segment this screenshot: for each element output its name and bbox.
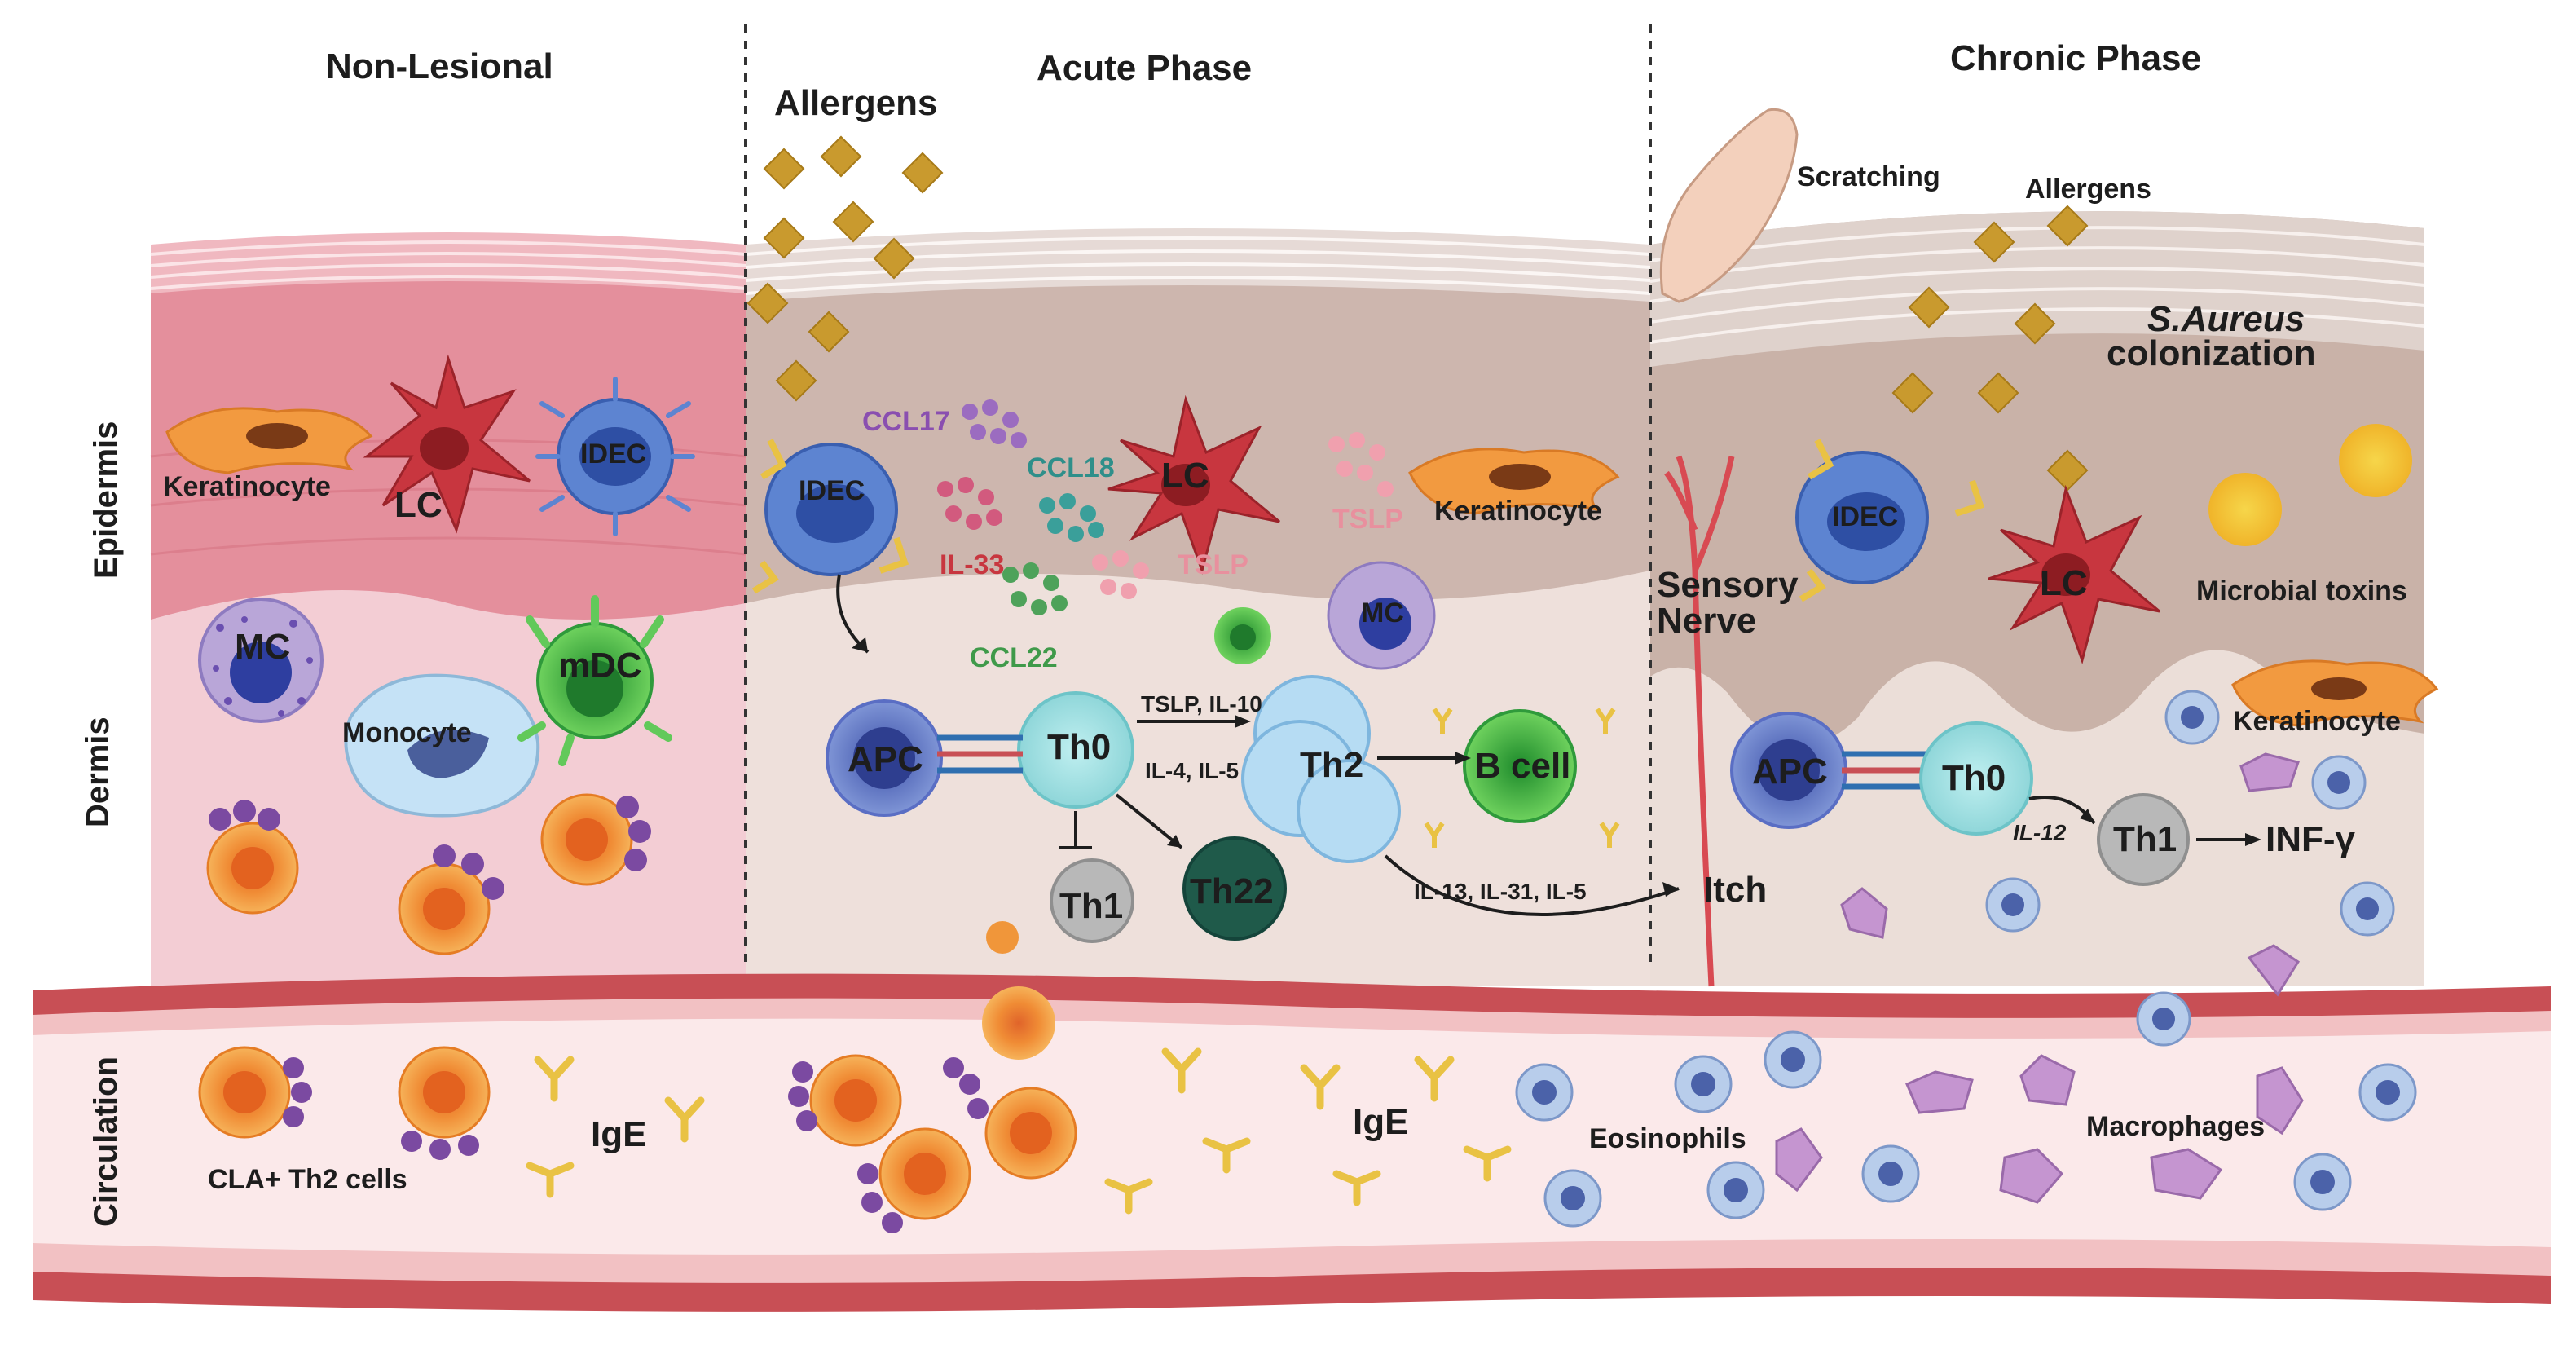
label-macrophages: Macrophages <box>2086 1111 2266 1142</box>
label-arrow-il4-il5: IL-4, IL-5 <box>1145 758 1240 783</box>
label-sensory-nerve-2: Nerve <box>1657 601 1757 641</box>
region-epidermis: Epidermis <box>88 421 124 579</box>
label-colonization: colonization <box>2107 333 2316 373</box>
label-keratinocyte-acute: Keratinocyte <box>1434 496 1602 527</box>
panel-title-non-lesional: Non-Lesional <box>326 46 553 86</box>
label-ige-acute: IgE <box>1353 1102 1409 1142</box>
circ-th2-nonlesional <box>198 1046 491 1160</box>
label-keratinocyte-nl: Keratinocyte <box>163 471 331 502</box>
label-th22: Th22 <box>1190 871 1274 911</box>
region-dermis: Dermis <box>80 717 116 827</box>
circ-th2-acute <box>788 1054 1077 1233</box>
chronic-skin <box>1649 211 2425 986</box>
label-itch: Itch <box>1703 870 1768 910</box>
label-mdc: mDC <box>558 646 642 686</box>
chronic-dermis-immune-cells <box>1840 690 2395 1047</box>
label-cla-th2: CLA+ Th2 cells <box>208 1164 407 1195</box>
label-scratching: Scratching <box>1797 161 1940 192</box>
label-monocyte: Monocyte <box>342 717 472 748</box>
label-mc-acute: MC <box>1361 598 1404 628</box>
label-lc-chronic: LC <box>2040 563 2088 603</box>
label-tslp-b: TSLP <box>1332 504 1403 535</box>
label-tslp-a: TSLP <box>1178 549 1248 580</box>
label-eosinophils: Eosinophils <box>1589 1123 1746 1154</box>
th2-cell-dermis-1 <box>206 800 299 915</box>
label-apc-chronic: APC <box>1752 752 1828 792</box>
label-ccl18: CCL18 <box>1027 452 1115 483</box>
region-circulation: Circulation <box>88 1056 124 1227</box>
label-mc-nl: MC <box>235 627 291 667</box>
label-keratinocyte-chronic: Keratinocyte <box>2233 706 2401 737</box>
acute-cells <box>746 135 1680 1060</box>
label-s-aureus: S.Aureus <box>2147 299 2305 339</box>
label-idec-nl: IDEC <box>580 439 647 470</box>
chemokine-dots <box>937 399 1394 615</box>
chronic-cells <box>1659 108 2439 1047</box>
th2-cell-dermis-3 <box>540 793 651 886</box>
circ-eosinophils-macrophages <box>1515 1030 2417 1228</box>
label-th1-chronic: Th1 <box>2113 819 2177 859</box>
label-apc-acute: APC <box>848 739 923 779</box>
label-lc-nl: LC <box>394 485 443 525</box>
label-th2-cytokines: IL-13, IL-31, IL-5 <box>1414 879 1587 904</box>
label-allergens-acute: Allergens <box>774 83 938 123</box>
label-idec-acute: IDEC <box>799 475 865 506</box>
label-idec-chronic: IDEC <box>1832 501 1899 532</box>
label-bcell: B cell <box>1475 746 1571 786</box>
panel-title-chronic: Chronic Phase <box>1950 38 2202 78</box>
label-arrow-tslp-il10: TSLP, IL-10 <box>1141 691 1262 717</box>
label-il33: IL-33 <box>940 549 1005 580</box>
panel-title-acute: Acute Phase <box>1037 48 1253 88</box>
circ-ige-antibodies <box>526 1047 1512 1215</box>
label-inf-gamma: INF-γ <box>2266 819 2355 859</box>
label-il12: IL-12 <box>2013 820 2067 845</box>
allergen-particles <box>746 135 944 402</box>
non-lesional-cells <box>165 354 695 955</box>
label-ccl17: CCL17 <box>862 406 950 437</box>
sensory-nerve <box>1664 455 1735 987</box>
label-ccl22: CCL22 <box>970 642 1058 673</box>
circulation-cells <box>198 1030 2417 1233</box>
label-th0-chronic: Th0 <box>1942 758 2006 798</box>
label-microbial-toxins: Microbial toxins <box>2196 575 2407 606</box>
label-th1-acute: Th1 <box>1059 886 1124 926</box>
th2-cell-dermis-2 <box>398 844 504 955</box>
label-lc-acute: LC <box>1161 456 1209 496</box>
label-th0-acute: Th0 <box>1047 727 1112 767</box>
label-th2: Th2 <box>1300 745 1364 785</box>
label-ige-nl: IgE <box>591 1114 647 1154</box>
label-allergens-chronic: Allergens <box>2025 174 2151 205</box>
label-sensory-nerve-1: Sensory <box>1657 565 1799 605</box>
